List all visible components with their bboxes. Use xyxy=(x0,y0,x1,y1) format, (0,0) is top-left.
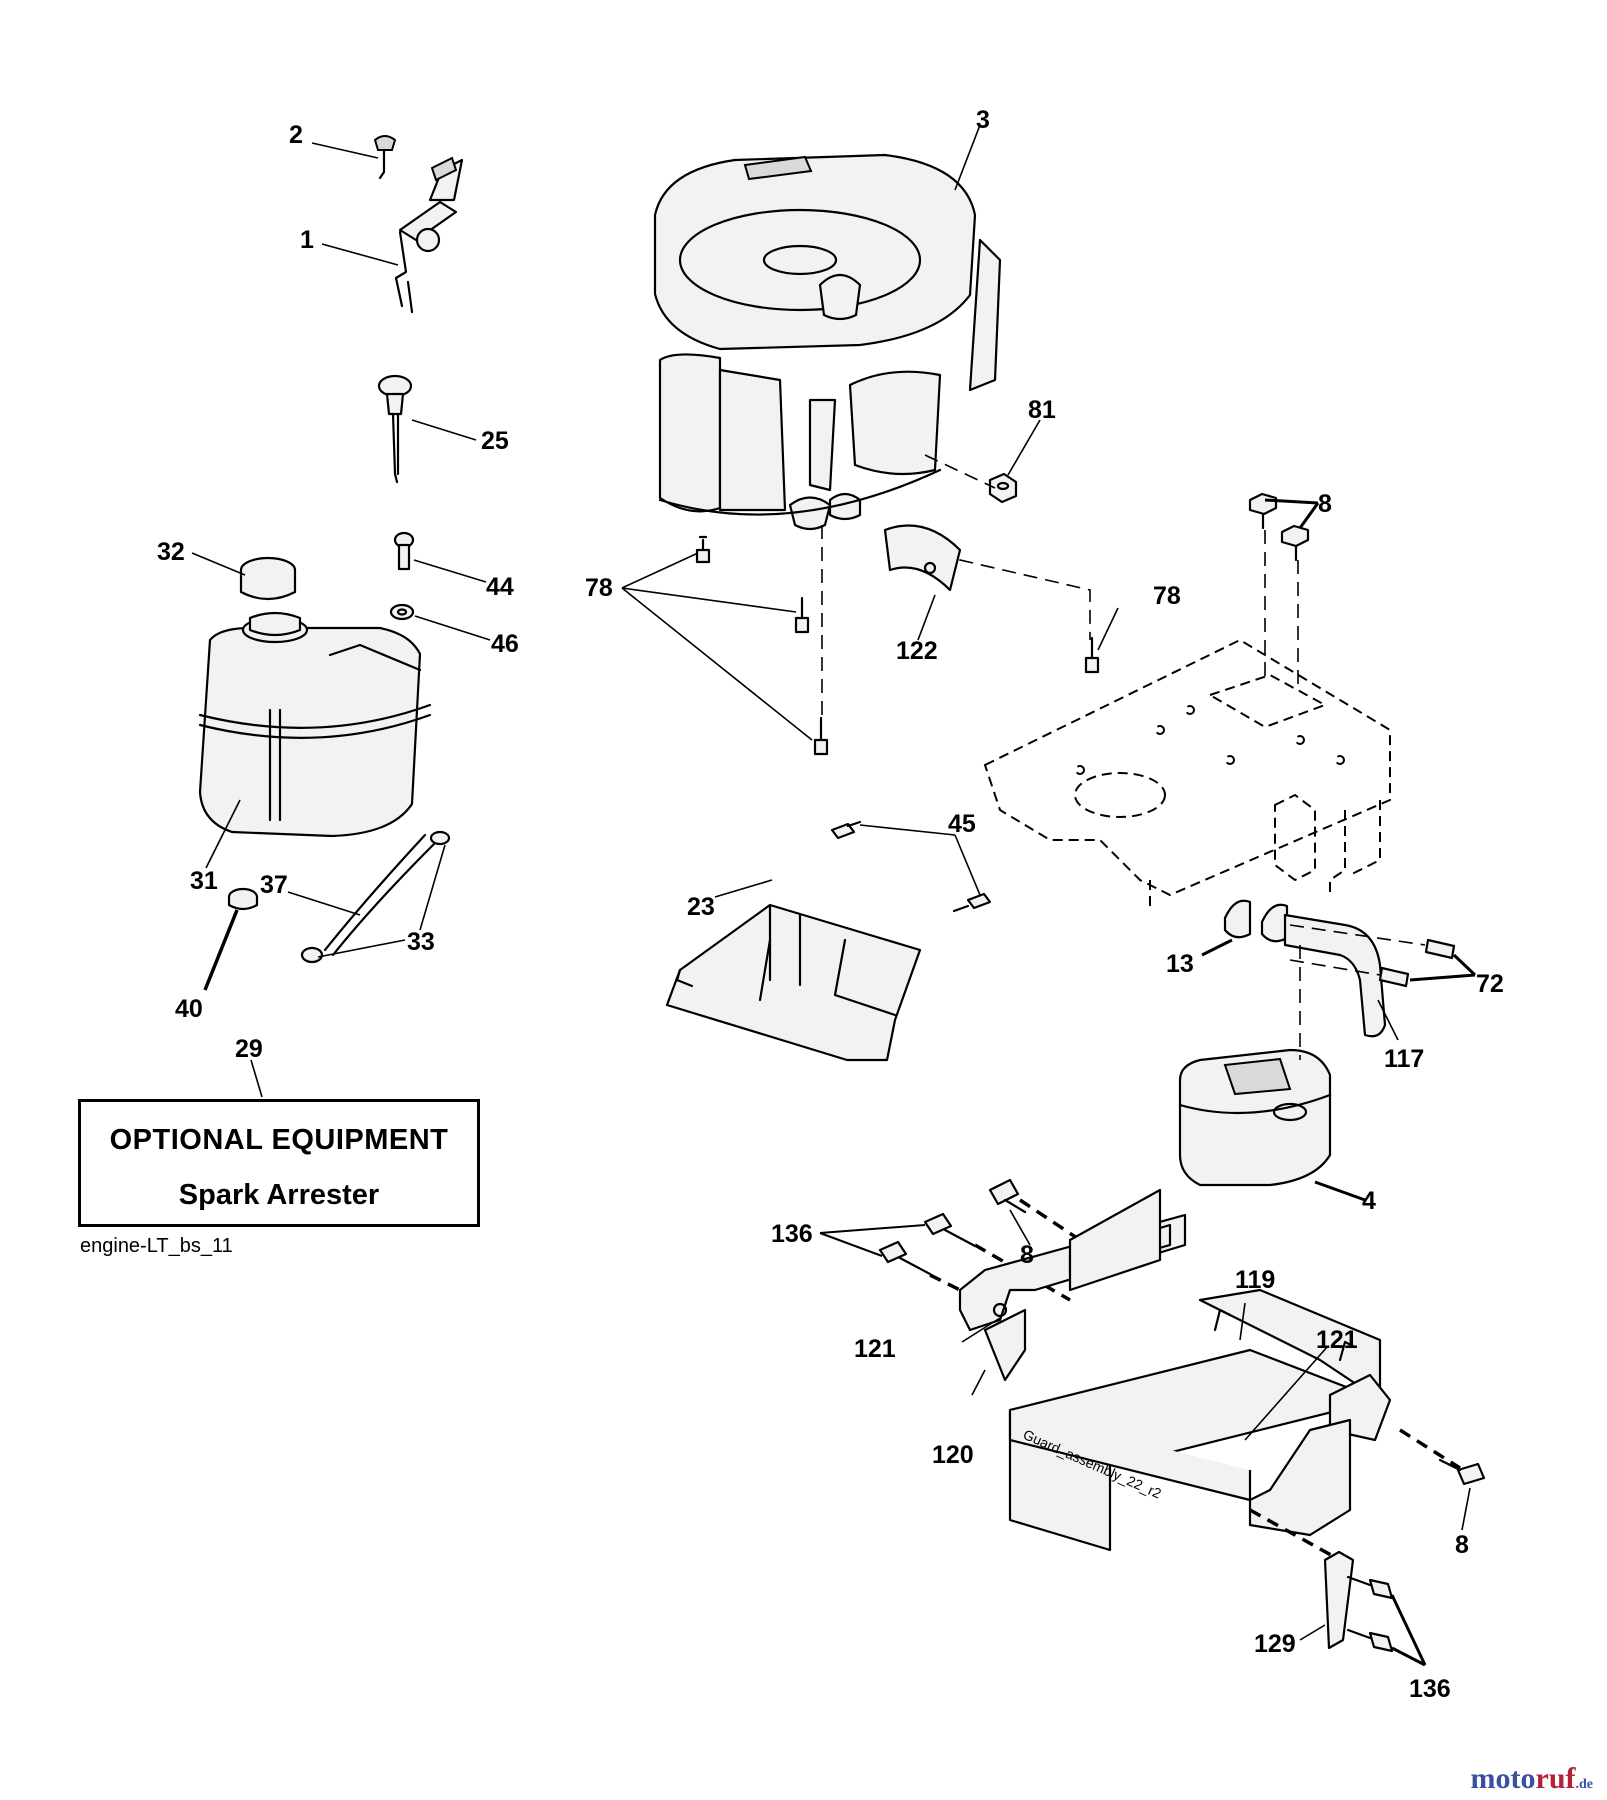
bolt-72-a-part xyxy=(1424,938,1456,960)
bolt-136-a-part xyxy=(923,1212,977,1248)
optional-equipment-box: OPTIONAL EQUIPMENT Spark Arrester xyxy=(78,1099,480,1227)
callout-46: 46 xyxy=(491,630,519,658)
frame-outline xyxy=(983,638,1391,910)
bolt-78-b-part xyxy=(794,596,810,634)
callout-2: 2 xyxy=(289,121,303,149)
clip-129-part xyxy=(1323,1550,1355,1650)
diagram-code: engine-LT_bs_11 xyxy=(80,1235,233,1257)
callout-120: 119 xyxy=(1235,1266,1275,1294)
nut-81-part xyxy=(988,472,1018,504)
bracket-120-right-part xyxy=(1248,1418,1352,1537)
callout-29: 29 xyxy=(235,1035,263,1063)
callout-1: 1 xyxy=(300,226,314,254)
dipstick-part xyxy=(377,374,413,484)
bracket-122-part xyxy=(883,524,962,592)
bolt-78-d-part xyxy=(1084,636,1100,674)
callout-13: 13 xyxy=(1166,950,1194,978)
bolt-78-c-part xyxy=(813,716,829,756)
optional-equipment-subtitle: Spark Arrester xyxy=(178,1179,380,1211)
callout-81: 81 xyxy=(1028,396,1056,424)
watermark-part1: moto xyxy=(1470,1762,1536,1795)
grommet-40-part xyxy=(227,887,259,911)
fuel-cap-part xyxy=(239,556,297,601)
callout-23: 23 xyxy=(687,893,715,921)
throttle-control-part xyxy=(373,135,464,314)
callout-8-top: 8 xyxy=(1318,490,1332,518)
bolt-8-c-part xyxy=(988,1178,1027,1214)
callout-72: 72 xyxy=(1476,970,1504,998)
callout-labels: 2 1 3 81 8 25 32 44 46 78 78 122 45 23 3… xyxy=(157,106,1504,1703)
callout-40: 40 xyxy=(175,995,203,1023)
callout-33: 33 xyxy=(407,928,435,956)
bolt-136-b-part xyxy=(878,1240,932,1276)
engine-part xyxy=(653,153,1002,531)
callout-4: 4 xyxy=(1362,1187,1376,1215)
callout-117: 117 xyxy=(1384,1045,1424,1073)
plate-8-part xyxy=(1068,1188,1162,1292)
fuel-line-part xyxy=(300,830,451,964)
callout-31: 31 xyxy=(190,867,218,895)
callout-3: 3 xyxy=(976,106,990,134)
watermark-suffix: .de xyxy=(1575,1777,1594,1792)
watermark-logo: motoruf.de xyxy=(1471,1762,1593,1796)
shield-23-part xyxy=(665,903,922,1062)
bolt-78-a-part xyxy=(695,535,711,564)
muffler-4-part xyxy=(1178,1048,1332,1187)
callout-78-left: 78 xyxy=(585,574,613,602)
bolt-72-b-part xyxy=(1378,966,1410,988)
callout-129: 129 xyxy=(1254,1630,1296,1658)
callout-32: 32 xyxy=(157,538,185,566)
knob-8-b-part xyxy=(1280,524,1310,562)
callout-25: 25 xyxy=(481,427,509,455)
bolt-136-c-part xyxy=(1346,1575,1394,1600)
callout-8-mid: 8 xyxy=(1020,1241,1034,1269)
callout-78-right: 78 xyxy=(1153,582,1181,610)
callout-45: 45 xyxy=(948,810,976,838)
callout-8-low: 8 xyxy=(1455,1531,1469,1559)
gasket-13-part xyxy=(1223,899,1289,943)
watermark-part2: ruf xyxy=(1535,1762,1576,1795)
callout-37: 37 xyxy=(260,871,288,899)
callout-121-right: 121 xyxy=(1316,1326,1358,1354)
washer-46-part xyxy=(389,603,415,621)
screw-45-b-part xyxy=(952,892,992,913)
optional-equipment-title: OPTIONAL EQUIPMENT xyxy=(109,1124,449,1156)
bolt-8-d-part xyxy=(1438,1458,1486,1486)
callout-136-lower: 136 xyxy=(1409,1675,1451,1703)
screw-45-a-part xyxy=(830,820,862,840)
fuel-tank-part xyxy=(198,611,432,838)
callout-121-left: 121 xyxy=(854,1335,896,1363)
guard-120-part: Guard_assembly_22_r2 xyxy=(1008,1288,1392,1552)
callout-136-upper: 136 xyxy=(771,1220,813,1248)
bolt-136-d-part xyxy=(1346,1628,1394,1653)
callout-122: 122 xyxy=(896,637,938,665)
callout-44: 44 xyxy=(486,573,514,601)
screw-44-part xyxy=(393,531,415,571)
callout-119: 120 xyxy=(932,1441,974,1469)
